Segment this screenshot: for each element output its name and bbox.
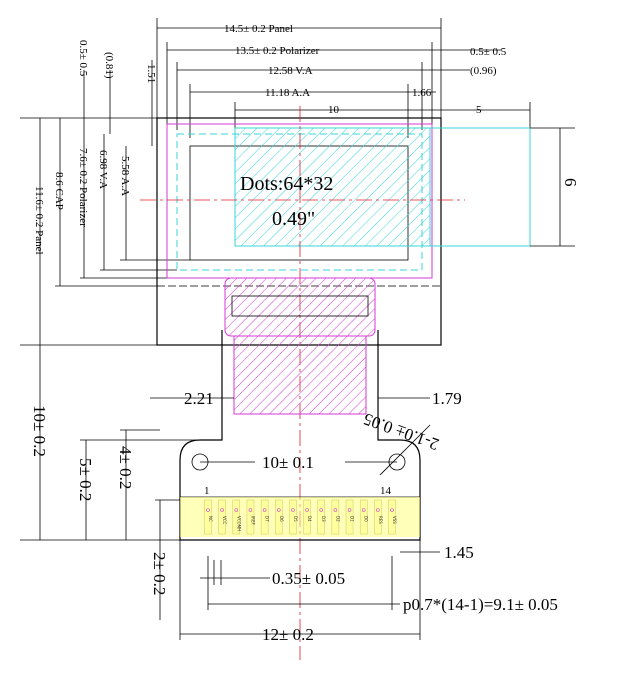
dim-pitch: p0.7*(14-1)=9.1± 0.05 [403, 595, 558, 614]
pin-label: RES [378, 516, 383, 524]
pin-pad [204, 499, 212, 535]
pin-pad [359, 499, 368, 535]
pin-label: D7 [265, 516, 270, 522]
pin-via [234, 508, 239, 512]
dim-fpc-offset-left: 2.21 [184, 389, 214, 408]
dim-height-4: 4± 0.2 [116, 446, 135, 489]
dim-hole-diameter: 2-1.0± 0.05 [361, 409, 441, 454]
dim-cyan-height: 6 [561, 178, 580, 187]
dim-width-10: 10 [328, 104, 340, 116]
fpc-tail [179, 277, 421, 541]
mounting-holes: 10± 0.1 2-1.0± 0.05 [191, 409, 441, 476]
pin-via [347, 508, 352, 512]
pin-pad [232, 499, 241, 535]
dim-fpc-offset-right: 1.79 [432, 389, 462, 408]
dim-fpc-height: 10± 0.2 [30, 405, 49, 457]
dim-height-2: 2± 0.2 [150, 552, 169, 595]
dim-panel-width: 14.5± 0.2 Panel [224, 23, 293, 35]
pin-via [361, 508, 366, 512]
dim-polarizer-height: 7.6± 0.2 Polarizer [77, 148, 89, 227]
pin-via [291, 508, 295, 512]
pin-via [220, 508, 224, 512]
pin-label: D2 [335, 516, 340, 522]
bottom-dimensions: 0.35± 0.05 1.45 p0.7*(14-1)=9.1± 0.05 12… [179, 540, 558, 644]
pin-label: NC [208, 516, 213, 522]
dim-pin-width: 0.35± 0.05 [272, 569, 345, 588]
dim-pin-edge: 1.45 [444, 543, 474, 562]
dim-polarizer-width: 13.5± 0.2 Polarizer [235, 45, 320, 57]
dim-cap-height: 8.6 CAP [53, 172, 65, 210]
dim-panel-height: 11.6± 0.2 Panel [33, 186, 45, 255]
display-dots: Dots:64*32 [240, 173, 333, 195]
pin-pad [260, 499, 269, 535]
pin-label: D5 [293, 516, 298, 522]
dim-hole-distance: 10± 0.1 [262, 453, 314, 472]
display-size: 0.49" [272, 208, 315, 230]
pin-pad [289, 499, 297, 535]
pin-pad [331, 499, 340, 535]
cyan-area: 6 [234, 127, 580, 247]
dim-width-5: 5 [476, 104, 482, 116]
pin-last-label: 14 [380, 485, 392, 497]
dim-va-width: 12.58 V.A [268, 65, 313, 77]
pin-pad [317, 499, 325, 535]
pin-via [276, 508, 281, 512]
dim-aa-width: 11.18 A.A [265, 87, 310, 99]
pin-pad [218, 499, 226, 535]
pin-pad [275, 499, 283, 535]
pin-via [305, 508, 309, 512]
pin-via [248, 508, 253, 512]
pin-label: IREF [250, 516, 255, 525]
pin-via [206, 508, 210, 512]
pin-via [319, 508, 324, 512]
pin-first-label: 1 [204, 485, 210, 497]
fpc-offsets: 2.21 1.79 [150, 389, 462, 408]
pin-label: VSS [392, 516, 397, 524]
dim-fpc-width: 12± 0.2 [262, 625, 314, 644]
pin-label: D1 [350, 516, 355, 522]
dim-left-05: 0.5± 0.5 [77, 40, 89, 77]
pin-pad [374, 499, 382, 535]
pin-via [390, 508, 394, 512]
dim-right-05: 0.5± 0.5 [470, 46, 507, 58]
pin-via [376, 508, 380, 512]
pin-label: D6 [279, 516, 284, 522]
dim-aa-height: 5.58 A.A [119, 156, 131, 196]
pin-pad [345, 499, 354, 535]
pin-pad [246, 499, 255, 535]
pin-pads: NC VCC VCOMH IREF D7 D6 D5 D4 D3 D2 D1 D0 RES VSS [204, 499, 397, 535]
pin-pad [303, 499, 311, 535]
pin-label: VCC [222, 516, 227, 525]
dim-height-5: 5± 0.2 [76, 458, 95, 501]
pin-label: D0 [364, 516, 369, 522]
dim-va-height: 6.98 V.A [97, 150, 109, 189]
dim-left-081: (0.81) [103, 52, 115, 79]
pin-via [262, 508, 267, 512]
pin-via [333, 508, 338, 512]
dim-left-151: 1.51 [145, 64, 157, 83]
dim-right-096: (0.96) [470, 65, 497, 77]
pin-pad [388, 499, 396, 535]
top-dimensions: 14.5± 0.2 Panel 13.5± 0.2 Polarizer 0.5±… [156, 18, 531, 138]
pin-label: D3 [321, 516, 326, 522]
dim-right-166: 1.66 [412, 87, 432, 99]
pin-label: VCOMH [236, 516, 241, 531]
left-dimensions: 11.6± 0.2 Panel 8.6 CAP 7.6± 0.2 Polariz… [20, 40, 200, 620]
pin-label: D4 [307, 516, 312, 522]
